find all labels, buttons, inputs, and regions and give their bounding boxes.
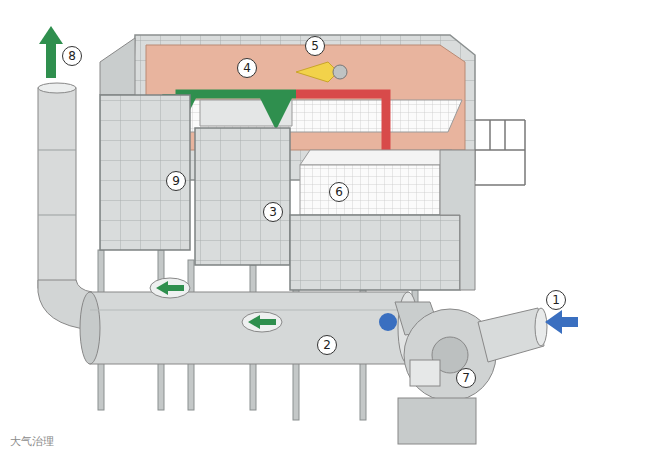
callout-number: 8: [62, 46, 82, 66]
callout-number: 5: [305, 36, 325, 56]
watermark: 大气治理: [8, 434, 56, 449]
callout-number: 9: [166, 171, 186, 191]
callout-number: 7: [456, 368, 476, 388]
callout-number: 3: [263, 202, 283, 222]
callout-number: 6: [329, 182, 349, 202]
callout-number: 1: [546, 290, 566, 310]
callout-number: 2: [317, 335, 337, 355]
callout-number: 4: [237, 58, 257, 78]
